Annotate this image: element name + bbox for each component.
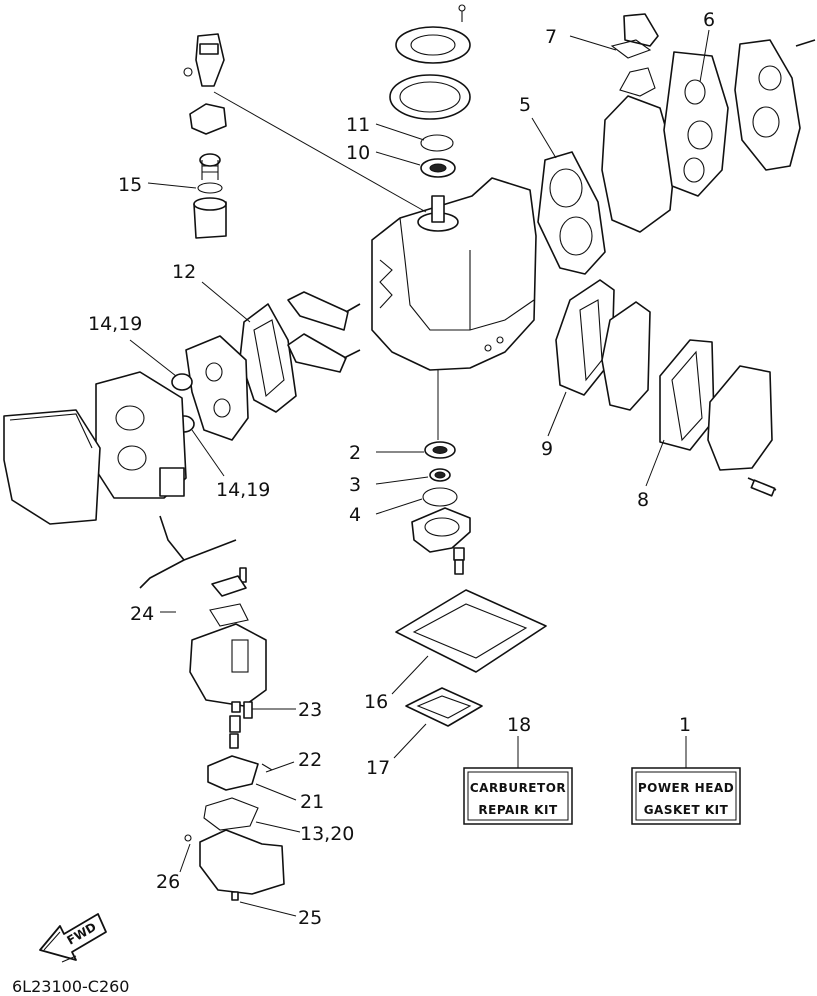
head-outer-cover	[734, 39, 816, 171]
float-bowl-part	[184, 829, 285, 901]
callout-10: 10	[346, 142, 370, 164]
exhaust-cover-gasket-part	[659, 339, 715, 451]
callout-15: 15	[118, 174, 142, 196]
power-head-gasket-kit-box: POWER HEAD GASKET KIT	[631, 767, 741, 825]
power-head-kit-line1: POWER HEAD	[638, 781, 734, 795]
callout-16: 16	[364, 691, 388, 713]
intake-silencer	[3, 409, 101, 525]
exhaust-outer-cover	[707, 365, 777, 497]
head-cover-gasket-part	[663, 51, 729, 197]
o-ring-part	[420, 134, 454, 152]
carburetor-body	[95, 371, 187, 499]
reed-valve-assembly	[287, 291, 361, 373]
callout-26: 26	[156, 871, 180, 893]
callout-25: 25	[298, 907, 322, 929]
oil-seal-part	[420, 158, 456, 178]
callout-2: 2	[349, 442, 361, 464]
callout-3: 3	[349, 474, 361, 496]
callout-24: 24	[130, 603, 154, 625]
callout-17: 17	[366, 757, 390, 779]
callout-9: 9	[541, 438, 553, 460]
callout-4: 4	[349, 504, 361, 526]
callout-7: 7	[545, 26, 557, 48]
manifold-gasket-part	[395, 589, 547, 673]
callout-14-19-upper: 14,19	[88, 313, 142, 335]
callout-8: 8	[637, 489, 649, 511]
head-gasket-part	[537, 151, 606, 275]
intake-manifold-body	[185, 335, 249, 441]
float-bowl-gasket-part	[203, 797, 259, 831]
silencer-gasket-part	[405, 687, 483, 727]
lower-bearing-part	[424, 441, 456, 459]
exhaust-gasket-part	[555, 279, 615, 396]
callout-6: 6	[703, 9, 715, 31]
exhaust-inner-cover	[601, 301, 651, 411]
callout-5: 5	[519, 94, 531, 116]
carburetor-kit-line2: REPAIR KIT	[478, 803, 558, 817]
carburetor-repair-kit-box: CARBURETOR REPAIR KIT	[463, 767, 573, 825]
callout-14-19-lower: 14,19	[216, 479, 270, 501]
power-head-kit-line2: GASKET KIT	[644, 803, 729, 817]
callout-23: 23	[298, 699, 322, 721]
callout-11: 11	[346, 114, 370, 136]
callout-18: 18	[507, 714, 531, 736]
callout-1: 1	[679, 714, 691, 736]
callout-12: 12	[172, 261, 196, 283]
callout-13-20: 13,20	[300, 823, 354, 845]
leader-lines	[129, 29, 710, 917]
catalog-code: 6L23100-C260	[12, 977, 129, 996]
lower-seal-housing	[411, 507, 471, 575]
cylinder-head-cover	[601, 13, 676, 233]
callout-22: 22	[298, 749, 322, 771]
carburetor-repair-parts	[189, 567, 267, 749]
fwd-arrow-icon: FWD	[39, 913, 107, 963]
cylinder-block	[371, 177, 537, 371]
seal-14-19-upper	[171, 373, 193, 391]
float-part	[207, 755, 273, 791]
callout-21: 21	[300, 791, 324, 813]
lower-oil-seal-part	[429, 468, 451, 482]
lower-o-ring-part	[422, 487, 458, 507]
fuel-pump-assembly	[183, 33, 227, 239]
top-housing-assembly	[389, 4, 471, 120]
carburetor-kit-line1: CARBURETOR	[470, 781, 566, 795]
